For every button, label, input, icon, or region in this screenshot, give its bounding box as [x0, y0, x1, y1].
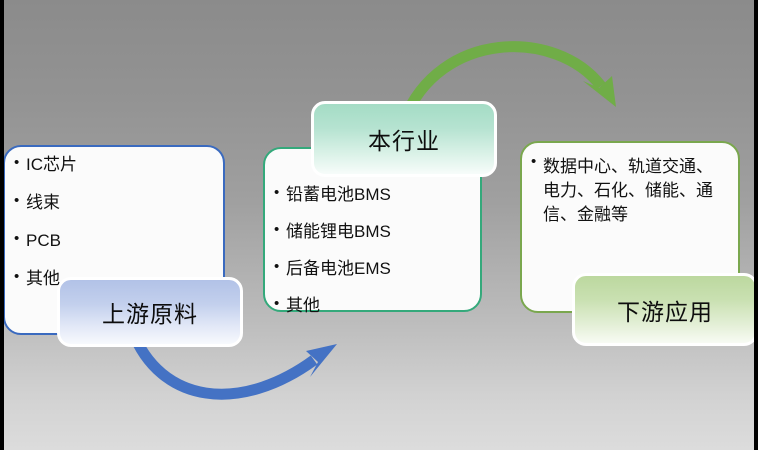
stage-label-downstream[interactable]: 下游应用 — [572, 273, 758, 346]
stage-panel-upstream[interactable]: IC芯片 线束 PCB 其他 — [3, 145, 225, 335]
list-item: IC芯片 — [14, 155, 223, 173]
list-item: 储能锂电BMS — [274, 222, 480, 240]
canvas-right-border — [754, 0, 758, 450]
canvas-left-border — [0, 0, 4, 450]
stage-item-list-upstream: IC芯片 线束 PCB 其他 — [5, 147, 223, 287]
list-item: 数据中心、轨道交通、电力、石化、储能、通信、金融等 — [531, 154, 728, 227]
stage-label-this-industry[interactable]: 本行业 — [311, 101, 497, 177]
stage-item-list-this-industry: 铅蓄电池BMS 储能锂电BMS 后备电池EMS 其他 — [265, 149, 480, 314]
list-item: 其他 — [274, 296, 480, 314]
stage-label-upstream[interactable]: 上游原料 — [57, 277, 243, 347]
list-item: 线束 — [14, 193, 223, 211]
list-item: 铅蓄电池BMS — [274, 185, 480, 203]
stage-item-list-downstream: 数据中心、轨道交通、电力、石化、储能、通信、金融等 — [522, 143, 738, 227]
list-item: 其他 — [14, 269, 223, 287]
stage-label-text: 下游应用 — [617, 298, 713, 325]
stage-label-text: 本行业 — [368, 128, 440, 154]
list-item: 后备电池EMS — [274, 259, 480, 277]
stage-label-text: 上游原料 — [102, 301, 198, 327]
list-item: PCB — [14, 231, 223, 249]
